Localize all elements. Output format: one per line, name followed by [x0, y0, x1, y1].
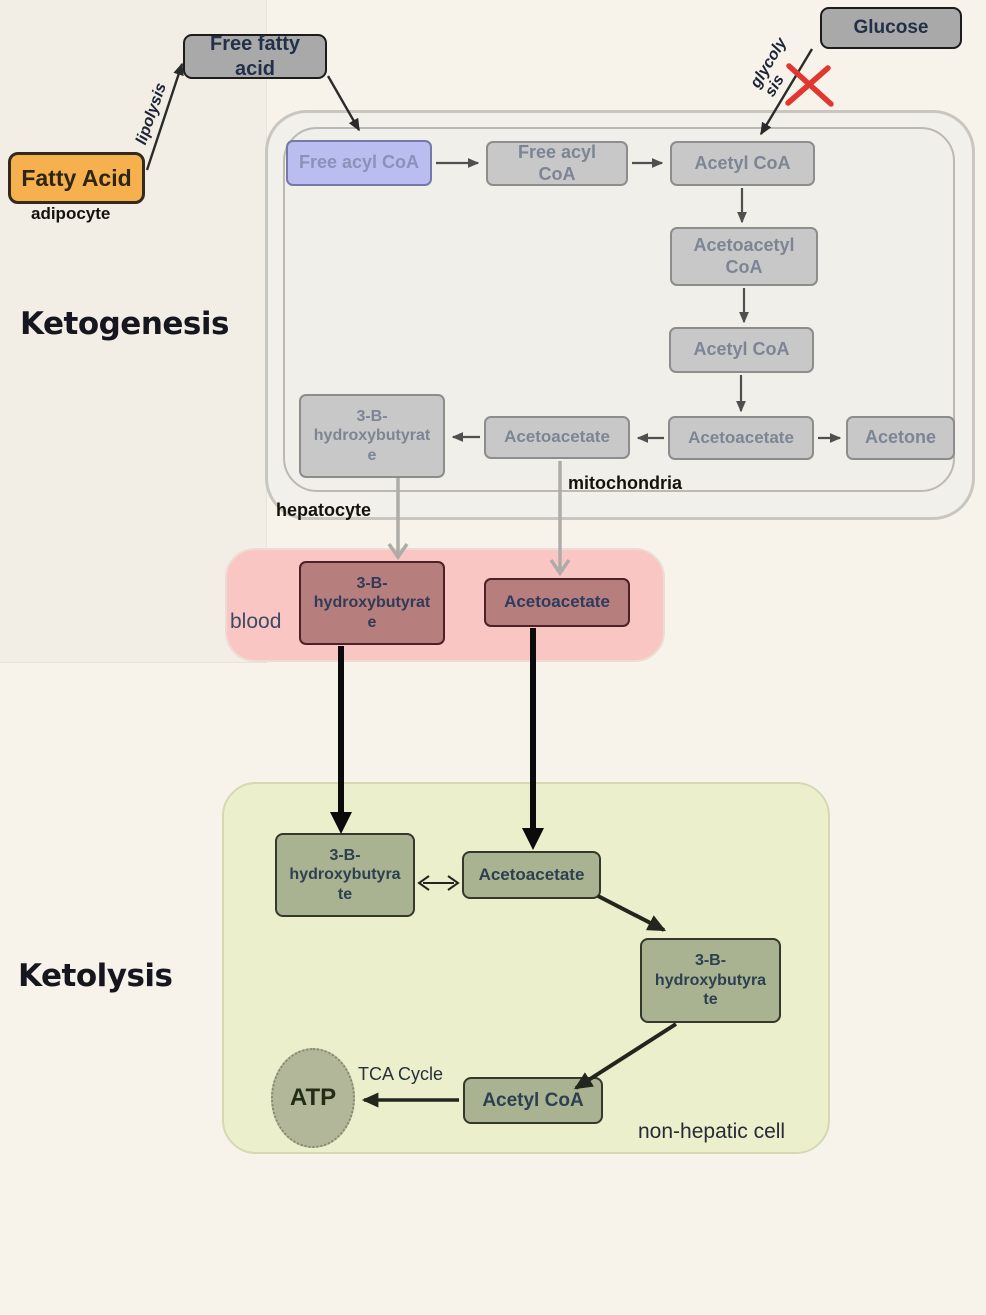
ketolysis-title: Ketolysis: [18, 958, 173, 994]
acetyl-coa-mid-node: Acetyl CoA: [669, 327, 814, 373]
glycolysis-label: glycolysis: [747, 34, 791, 100]
bhb-mito-node: 3-B-hydroxybutyrate: [299, 394, 445, 478]
non-hepatic-cell-label: non-hepatic cell: [638, 1120, 786, 1143]
acetoacetate-mid-node: Acetoacetate: [484, 416, 630, 459]
acetoacetate-blood-node: Acetoacetate: [484, 578, 630, 627]
acetyl-coa-ketolysis-node: Acetyl CoA: [463, 1077, 603, 1124]
free-acyl-coa-inner-node: Free acyl CoA: [486, 141, 628, 186]
fatty-acid-node: Fatty Acid: [8, 152, 145, 204]
atp-node: ATP: [271, 1048, 355, 1148]
acetoacetate-right-node: Acetoacetate: [668, 416, 814, 460]
glucose-node: Glucose: [820, 7, 962, 49]
bhb-ketolysis-top-node: 3-B-hydroxybutyrate: [275, 833, 415, 917]
mitochondria-label: mitochondria: [568, 473, 683, 493]
adipocyte-label: adipocyte: [31, 204, 111, 223]
free-fatty-acid-node: Free fatty acid: [183, 33, 327, 80]
acetoacetate-ketolysis-node: Acetoacetate: [462, 851, 601, 899]
hepatocyte-label: hepatocyte: [276, 500, 372, 520]
background-shade: [0, 0, 267, 663]
bhb-ketolysis-mid-node: 3-B-hydroxybutyrate: [640, 938, 781, 1023]
blood-label: blood: [230, 610, 282, 633]
blocked-pathway-x-icon: [785, 63, 834, 107]
bhb-blood-node: 3-B-hydroxybutyrate: [299, 561, 445, 645]
acetone-node: Acetone: [846, 416, 955, 460]
acetoacetyl-coa-node: Acetoacetyl CoA: [670, 227, 818, 286]
ketogenesis-title: Ketogenesis: [20, 306, 229, 342]
acetyl-coa-top-node: Acetyl CoA: [670, 141, 815, 186]
tca-cycle-label: TCA Cycle: [358, 1064, 444, 1084]
free-acyl-coa-outer-node: Free acyl CoA: [286, 140, 432, 186]
